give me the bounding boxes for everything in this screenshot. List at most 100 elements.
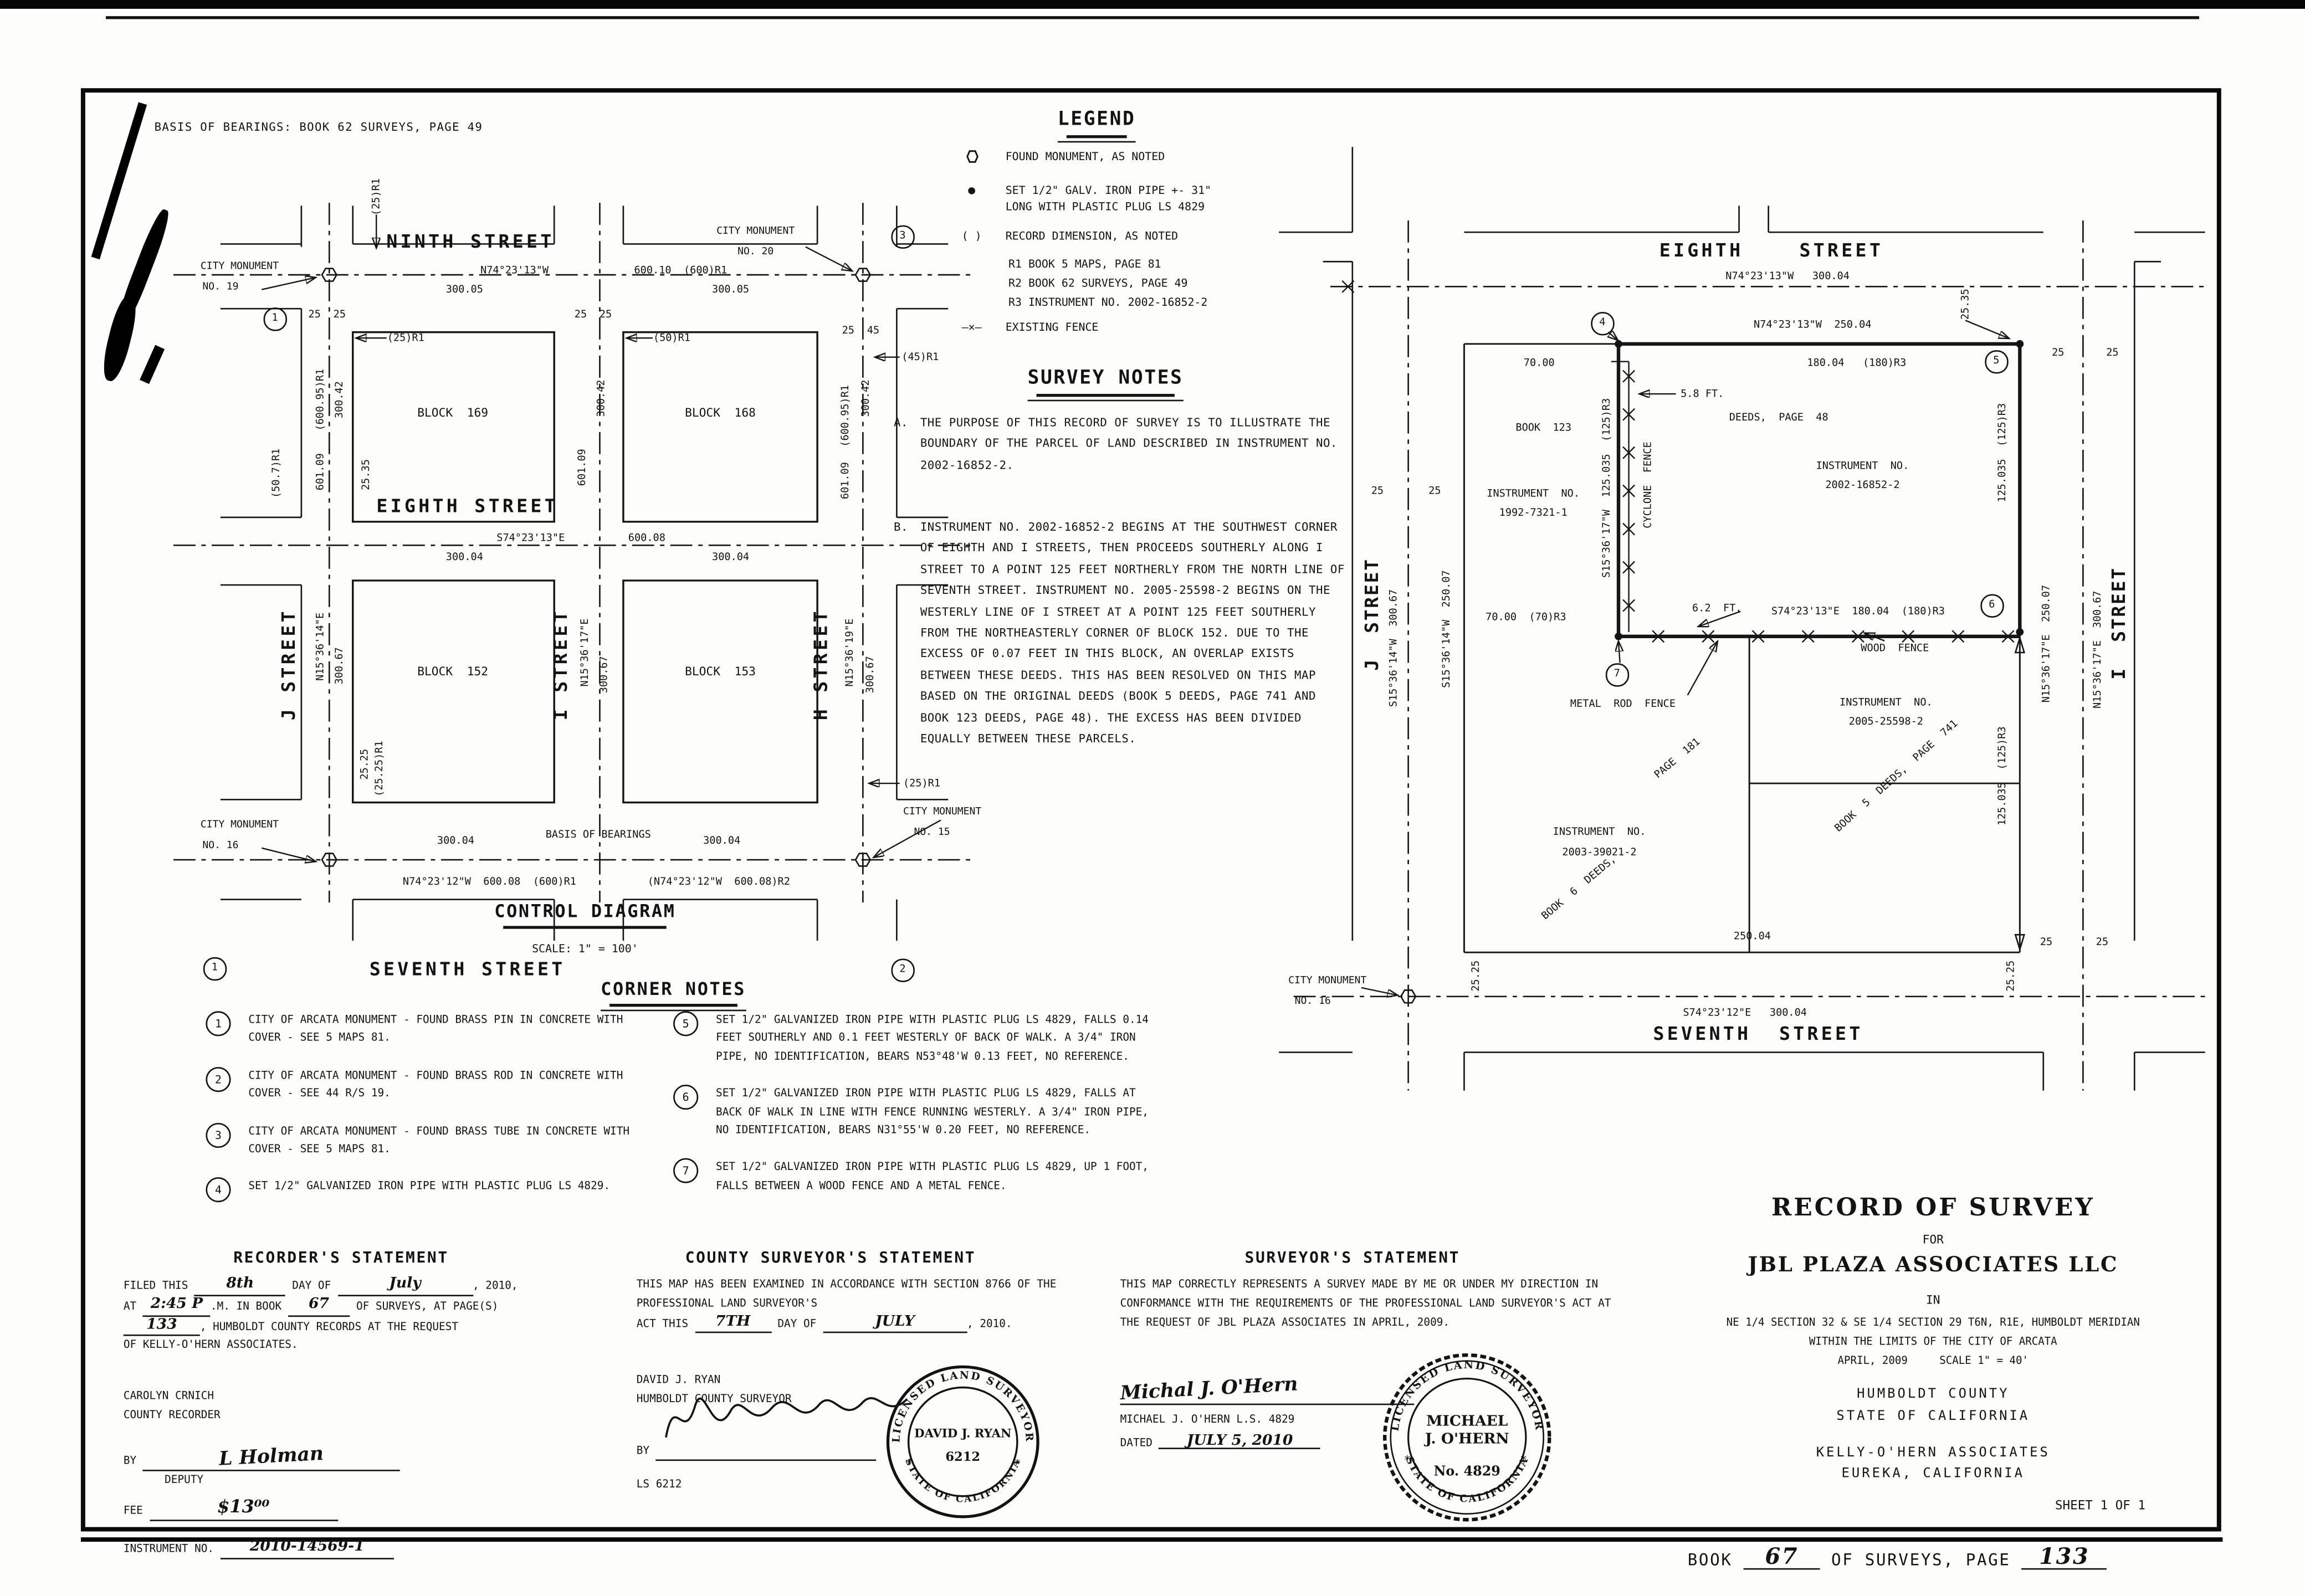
- svg-text:No. 4829: No. 4829: [1434, 1464, 1500, 1479]
- dim-label: INSTRUMENT NO.: [1553, 826, 1646, 838]
- corner-notes-left: 1 CITY OF ARCATA MONUMENT - FOUND BRASS …: [206, 1011, 676, 1222]
- existing-fence-icon: —×—: [961, 320, 982, 334]
- dim-label: S74°23'12"E 300.04: [1683, 1007, 1807, 1019]
- city-monument-16-no-detail: NO. 16: [1294, 995, 1331, 1007]
- survey-note-b: B.: [894, 520, 909, 534]
- dim-label: 25: [1371, 485, 1384, 497]
- sheet-border-second-line: [80, 1537, 2223, 1541]
- dim-label: 25: [2096, 936, 2109, 948]
- city-monument-16-label-detail: CITY MONUMENT: [1288, 974, 1367, 987]
- instrument-no-handwritten: 2010-14569-1: [249, 1539, 365, 1556]
- page-handwritten: 133: [146, 1316, 177, 1333]
- set-pipe-icon: ●: [968, 183, 976, 197]
- dim-label: 5.8 FT.: [1681, 388, 1724, 400]
- svg-text:DAVID J. RYAN: DAVID J. RYAN: [914, 1427, 1011, 1441]
- seventh-street-label: SEVENTH STREET: [369, 957, 566, 980]
- svg-text:*: *: [1520, 1453, 1527, 1467]
- dim-label: (50)R1: [653, 332, 691, 344]
- city-monument-15-label: CITY MONUMENT: [903, 805, 982, 818]
- dim-label: 300.04: [437, 834, 475, 847]
- dim-label: 600.10 (600)R1: [634, 264, 728, 276]
- legend-set-pipe: SET 1/2" GALV. IRON PIPE +- 31"LONG WITH…: [1005, 183, 1212, 213]
- county-surveyor-name: DAVID J. RYAN: [636, 1373, 721, 1387]
- dim-label: N15°36'17"E 300.67: [2092, 591, 2104, 709]
- deputy-signature: L Holman: [218, 1443, 325, 1471]
- block-153-label: BLOCK 153: [685, 665, 756, 679]
- corner-notes-title: CORNER NOTES: [601, 979, 746, 1012]
- dim-label: 125.035 (125)R3: [1996, 403, 2009, 502]
- corner-4-bubble: 4: [1591, 312, 1614, 335]
- scan-band-top: [0, 0, 2305, 9]
- filed-month-handwritten: July: [389, 1275, 421, 1292]
- dim-label: 45: [867, 325, 880, 337]
- legend-r1: R1 BOOK 5 MAPS, PAGE 81: [1008, 257, 1161, 271]
- block-169-label: BLOCK 169: [417, 406, 489, 420]
- dim-label: 250.04: [1733, 930, 1771, 942]
- city-monument-16-no: NO. 16: [202, 839, 239, 851]
- dim-label: 600.08: [628, 532, 665, 544]
- corner-note-4: 4 SET 1/2" GALVANIZED IRON PIPE WITH PLA…: [206, 1178, 676, 1203]
- dim-label: 25: [2106, 347, 2119, 359]
- dim-label: BASIS OF BEARINGS: [545, 829, 651, 841]
- dim-label: 180.04 (180)R3: [1807, 357, 1907, 369]
- corner-1-bubble-south: 1: [203, 957, 226, 980]
- legend-r2: R2 BOOK 62 SURVEYS, PAGE 49: [1008, 276, 1188, 290]
- sheet-number: SHEET 1 OF 1: [2055, 1499, 2145, 1514]
- dim-label: 25: [333, 309, 346, 321]
- legend-record-dim: RECORD DIMENSION, AS NOTED: [1005, 229, 1179, 243]
- corner-note-5: 5 SET 1/2" GALVANIZED IRON PIPE WITH PLA…: [673, 1011, 1180, 1066]
- dim-label: BOOK 6 DEEDS,: [1539, 853, 1618, 922]
- fence-marks: [1341, 280, 2015, 643]
- dim-label: INSTRUMENT NO.: [1816, 460, 1909, 472]
- control-diagram-title: CONTROL DIAGRAM: [494, 901, 675, 928]
- survey-note-b-text: INSTRUMENT NO. 2002-16852-2 BEGINS AT TH…: [920, 520, 1345, 746]
- dim-label: BOOK 123: [1515, 422, 1572, 434]
- dim-label: 70.00 (70)R3: [1486, 611, 1566, 623]
- surveyor-signature-block: Michal J. O'Hern MICHAEL J. O'HERN L.S. …: [1120, 1374, 1415, 1449]
- dim-label: 25: [842, 325, 855, 337]
- corner-1-bubble: 1: [263, 307, 286, 331]
- dim-label: 25.25: [2005, 960, 2017, 992]
- dim-label: 25: [574, 309, 587, 321]
- dim-label: DEEDS, PAGE 48: [1729, 411, 1828, 424]
- city-monument-19-label: CITY MONUMENT: [200, 260, 279, 272]
- basis-of-bearings: BASIS OF BEARINGS: BOOK 62 SURVEYS, PAGE…: [154, 120, 483, 134]
- book-handwritten: 67: [309, 1296, 329, 1312]
- county-surveyor-seal: LICENSED LAND SURVEYOR STATE OF CALIFORN…: [886, 1365, 1039, 1518]
- surveyor-date-handwritten: JULY 5, 2010: [1186, 1433, 1293, 1449]
- dim-label: 300.04: [712, 551, 750, 563]
- dim-label: (N74°23'12"W 600.08)R2: [647, 876, 790, 888]
- dim-label: WOOD FENCE: [1861, 642, 1929, 654]
- corner-6-bubble: 6: [1980, 594, 2004, 617]
- title-in: IN: [1925, 1293, 1940, 1307]
- dim-label: PAGE 181: [1652, 736, 1703, 781]
- dim-label: INSTRUMENT NO.: [1840, 696, 1933, 709]
- dim-label: 25: [1428, 485, 1441, 497]
- dim-label: 25.25: [1470, 960, 1482, 992]
- dim-label: 300.05: [712, 284, 750, 296]
- control-diagram-scale: SCALE: 1" = 100': [532, 942, 638, 956]
- dim-label: 2002-16852-2: [1825, 479, 1900, 491]
- dim-label: N74°23'12"W 600.08 (600)R1: [402, 876, 577, 888]
- cyclone-fence-line: [1611, 361, 1636, 632]
- corner-note-7: 7 SET 1/2" GALVANIZED IRON PIPE WITH PLA…: [673, 1158, 1180, 1195]
- survey-notes-title: SURVEY NOTES: [1027, 367, 1184, 402]
- corner-note-6: 6 SET 1/2" GALVANIZED IRON PIPE WITH PLA…: [673, 1085, 1180, 1140]
- legend-fence: EXISTING FENCE: [1005, 320, 1099, 334]
- title-location-1: NE 1/4 SECTION 32 & SE 1/4 SECTION 29 T6…: [1726, 1315, 2140, 1329]
- county-surveyor-title: COUNTY SURVEYOR'S STATEMENT: [685, 1249, 976, 1267]
- scan-band-top2: [106, 16, 2199, 19]
- ninth-street-label: NINTH STREET: [386, 230, 555, 252]
- dim-label: 25: [2040, 936, 2053, 948]
- city-monument-16-label: CITY MONUMENT: [200, 818, 279, 830]
- i-street-label-detail: I STREET: [2107, 567, 2129, 680]
- corner-7-bubble: 7: [1605, 663, 1628, 686]
- dim-label: S15°36'14"W 250.07: [1440, 570, 1453, 688]
- dim-label: N15°36'17"E 250.07: [2040, 584, 2052, 703]
- corner-note-2: 2 CITY OF ARCATA MONUMENT - FOUND BRASS …: [206, 1066, 676, 1104]
- legend: FOUND MONUMENT, AS NOTED ● SET 1/2" GALV…: [952, 148, 1335, 348]
- record-dimension-icon: ( ): [961, 229, 982, 243]
- svg-text:*: *: [1404, 1453, 1411, 1467]
